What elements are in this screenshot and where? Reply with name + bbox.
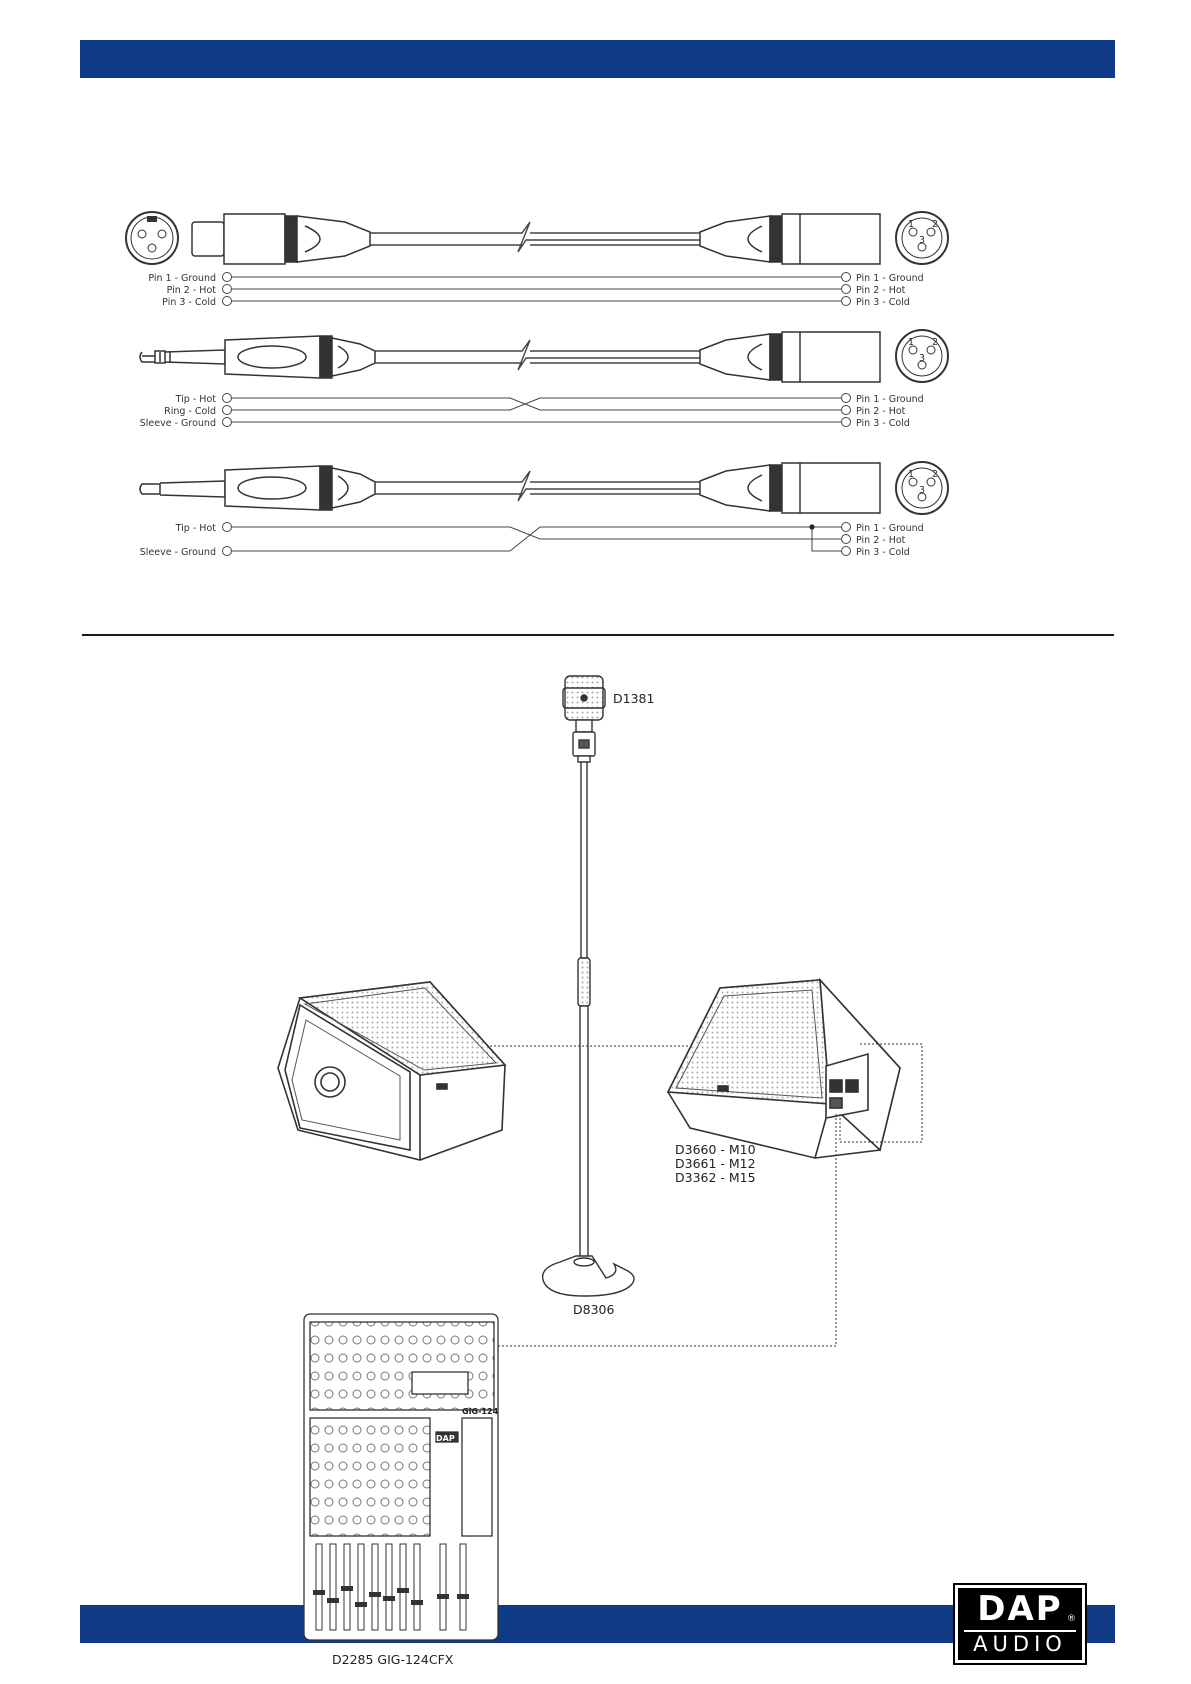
signal-connections — [485, 1043, 923, 1347]
logo-brand: DAP — [977, 1589, 1063, 1629]
mixer-model: GIG-124 — [462, 1407, 499, 1416]
monitor-left — [277, 981, 507, 1161]
xlr-male-face: 1 2 3 — [895, 329, 949, 383]
cable-ts-xlr: 1 2 3 Tip - Hot Sleeve - Ground Pin 1 - … — [139, 461, 949, 558]
monitor-model-label: D3362 - M15 — [675, 1170, 756, 1185]
trs-jack-connector — [139, 335, 376, 379]
cable-xlr-xlr: 1 2 3 Pin 1 - Ground Pin 2 - Hot Pin 3 -… — [125, 211, 949, 308]
logo-registered-mark: ® — [1067, 1614, 1076, 1624]
pin-label: Pin 2 - Hot — [167, 285, 217, 296]
pin-label: Pin 3 - Cold — [856, 297, 910, 308]
pin-number: 2 — [932, 219, 938, 230]
ts-jack-connector — [139, 465, 376, 511]
microphone-label: D1381 — [613, 691, 654, 706]
xlr-male-face: 1 2 3 — [895, 211, 949, 265]
pin-number: 1 — [908, 337, 914, 348]
monitor-model-label: D3660 - M10 — [675, 1142, 756, 1157]
mixer-brand: DAP — [436, 1434, 455, 1443]
pin-label: Pin 3 - Cold — [856, 418, 910, 429]
dap-audio-logo: DAP ® AUDIO — [953, 1583, 1087, 1665]
pin-number: 2 — [932, 469, 938, 480]
xlr-female-connector — [191, 213, 371, 265]
xlr-male-face: 1 2 3 — [895, 461, 949, 515]
pin-label: Pin 2 - Hot — [856, 535, 906, 546]
pin-label: Pin 1 - Ground — [856, 273, 924, 284]
pin-label: Pin 2 - Hot — [856, 285, 906, 296]
pin-number: 3 — [919, 353, 925, 364]
pin-label: Pin 1 - Ground — [148, 273, 216, 284]
xlr-male-connector — [699, 462, 881, 514]
pin-label: Tip - Hot — [175, 523, 217, 534]
pin-number: 3 — [919, 485, 925, 496]
mixer-label: D2285 GIG-124CFX — [332, 1652, 454, 1667]
monitor-model-label: D3661 - M12 — [675, 1156, 756, 1171]
wiring-lines — [222, 393, 851, 427]
stand-label: D8306 — [573, 1302, 614, 1317]
mixer — [303, 1313, 499, 1641]
pin-label: Sleeve - Ground — [140, 547, 216, 558]
wiring-lines — [222, 522, 851, 556]
pin-label: Pin 3 - Cold — [162, 297, 216, 308]
wiring-lines — [222, 272, 851, 306]
header-bar — [80, 40, 1115, 78]
pin-label: Ring - Cold — [164, 406, 216, 417]
pin-label: Pin 3 - Cold — [856, 547, 910, 558]
cable-line — [375, 470, 700, 502]
footer-bar — [80, 1605, 1115, 1643]
xlr-male-connector — [699, 331, 881, 383]
xlr-female-face — [125, 211, 179, 265]
pin-number: 1 — [908, 469, 914, 480]
pin-number: 1 — [908, 219, 914, 230]
pin-label: Tip - Hot — [175, 394, 217, 405]
microphone — [562, 675, 606, 763]
pin-number: 2 — [932, 337, 938, 348]
pin-label: Sleeve - Ground — [140, 418, 216, 429]
section-divider — [82, 634, 1114, 636]
cable-line — [375, 339, 700, 371]
pin-label: Pin 1 - Ground — [856, 523, 924, 534]
mic-stand — [541, 761, 635, 1297]
pin-number: 3 — [919, 235, 925, 246]
monitor-right — [666, 977, 901, 1159]
pin-label: Pin 2 - Hot — [856, 406, 906, 417]
xlr-male-connector — [699, 213, 881, 265]
cable-trs-xlr: 1 2 3 Tip - Hot Ring - Cold Sleeve - Gro… — [139, 329, 949, 429]
logo-sub: AUDIO — [964, 1630, 1076, 1656]
pin-label: Pin 1 - Ground — [856, 394, 924, 405]
cable-line — [370, 221, 700, 253]
